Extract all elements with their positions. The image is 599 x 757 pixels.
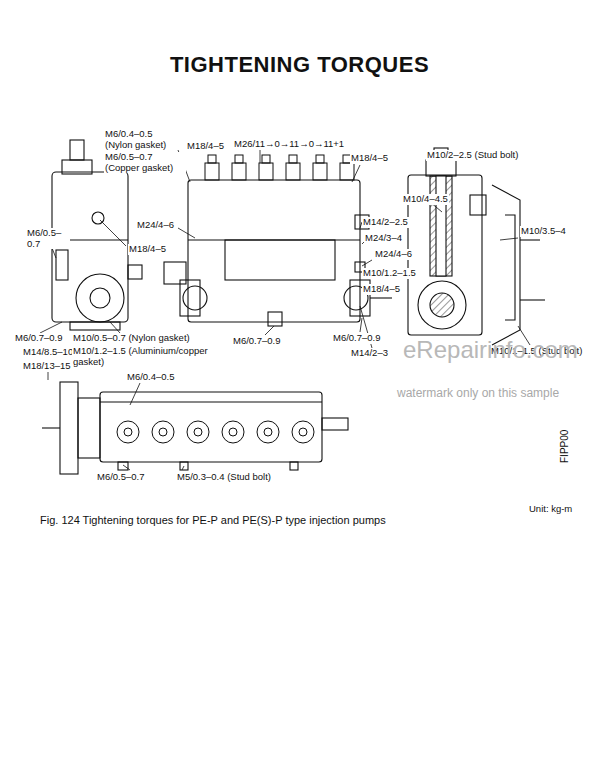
torque-callout: M18/4–5 <box>186 141 225 152</box>
delivery-holder-bore <box>264 428 272 436</box>
torque-callout: M6/0.7–0.9 <box>232 336 282 347</box>
torque-callout: M6/0.4–0.5 <box>126 372 176 383</box>
torque-callout: M10/2–2.5 (Stud bolt) <box>426 150 519 161</box>
delivery-holder-top <box>222 421 244 443</box>
torque-callout: Unit: kg-m <box>528 504 573 515</box>
torque-callout: M18/13–15 <box>22 361 72 372</box>
torque-callout: M14/2–3 <box>350 348 389 359</box>
delivery-valve-holder <box>286 163 300 180</box>
torque-callout: M10/0.5–0.7 (Nylon gasket) <box>72 333 191 344</box>
delivery-holder-bore <box>194 428 202 436</box>
delivery-holder-bore <box>299 428 307 436</box>
delivery-valve-holder <box>340 163 354 180</box>
delivery-valve-holder <box>313 163 327 180</box>
torque-callout: M18/4–5 <box>128 244 167 255</box>
torque-callout: M10/1.2–1.5 (Aluminium/copper gasket) <box>72 346 214 367</box>
delivery-holder-top <box>152 421 174 443</box>
delivery-holder-top <box>187 421 209 443</box>
torque-callout: M6/0.5–0.7 (Copper gasket) <box>104 152 186 173</box>
torque-callout: M26/11→0→11→0→11+1 <box>233 139 345 150</box>
watermark: eRepairinfo.com <box>402 336 579 364</box>
torque-callout: M24/3–4 <box>364 233 403 244</box>
torque-callout: M6/0.7–0.9 <box>14 333 64 344</box>
delivery-valve-nut <box>262 155 270 163</box>
delivery-holder-bore <box>159 428 167 436</box>
torque-callout: M5/0.3–0.4 (Stud bolt) <box>176 472 272 483</box>
delivery-valve-holder <box>232 163 246 180</box>
torque-callout: M14/8.5–10 <box>22 347 74 358</box>
delivery-holder-top <box>117 421 139 443</box>
delivery-valve-holder <box>205 163 219 180</box>
page-title: TIGHTENING TORQUES <box>0 52 599 78</box>
torque-callout: M10/4–4.5 <box>402 194 449 205</box>
delivery-holder-bore <box>124 428 132 436</box>
watermark: watermark only on this sample <box>396 386 560 400</box>
torque-callout: M14/2–2.5 <box>362 217 409 228</box>
torque-callout: M10/3.5–4 <box>520 226 567 237</box>
delivery-valve-nut <box>316 155 324 163</box>
torque-callout: M6/0.5–0.7 <box>26 228 70 249</box>
torque-callout: M10/1.2–1.5 <box>362 268 417 279</box>
figure-caption: Fig. 124 Tightening torques for PE-P and… <box>40 514 386 526</box>
torque-callout: M18/4–5 <box>350 153 389 164</box>
torque-callout: M6/0.4–0.5 (Nylon gasket) <box>104 129 180 150</box>
torque-callout: M18/4–5 <box>362 284 401 295</box>
delivery-holder-bore <box>229 428 237 436</box>
torque-callout: M24/4–6 <box>374 249 413 260</box>
delivery-valve-nut <box>235 155 243 163</box>
torque-callout: M6/0.7–0.9 <box>332 333 382 344</box>
torque-callout: M6/0.5–0.7 <box>96 472 146 483</box>
delivery-valve-nut <box>208 155 216 163</box>
delivery-valve-nut <box>289 155 297 163</box>
delivery-holder-top <box>292 421 314 443</box>
delivery-valve-holder <box>259 163 273 180</box>
torque-callout: M24/4–6 <box>136 220 175 231</box>
delivery-holder-top <box>257 421 279 443</box>
figure-code: FIPP00 <box>560 429 571 464</box>
